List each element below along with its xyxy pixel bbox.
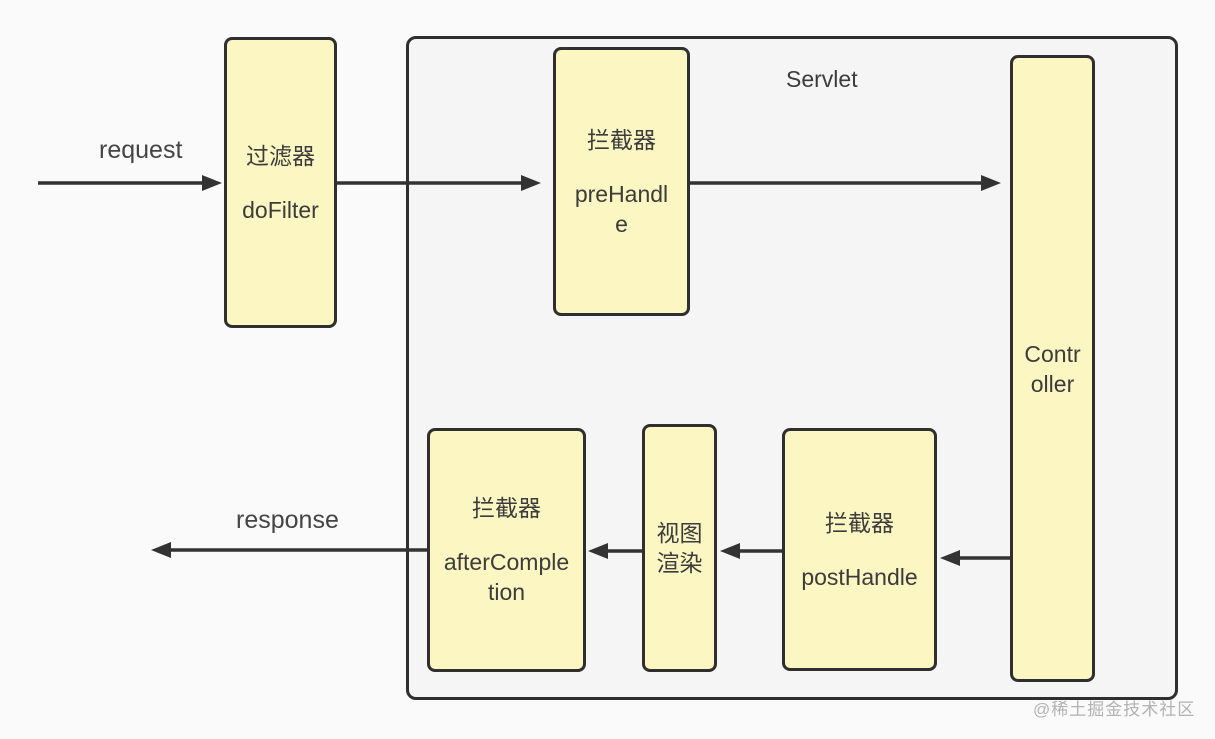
dofilter-to-prehandle-arrow [337,175,541,191]
controller-node-title: Controller [1024,340,1081,397]
controller-to-posthandle-arrow [940,550,1010,566]
posthandle-to-viewrender-arrow [720,543,782,559]
filter-dofilter-node: 过滤器 doFilter [224,37,337,328]
posthandle-interceptor-node: 拦截器 postHandle [782,428,937,671]
posthandle-node-method: postHandle [801,563,918,590]
request-arrow [38,175,222,191]
response-arrow [151,542,427,558]
posthandle-node-title: 拦截器 [825,509,894,536]
prehandle-to-controller-arrow [690,175,1001,191]
response-label: response [236,506,339,534]
filter-node-method: doFilter [242,196,319,223]
controller-node: Controller [1010,55,1095,682]
viewrender-to-aftercompletion-arrow [588,543,642,559]
aftercompletion-interceptor-node: 拦截器 afterCompletion [427,428,586,672]
prehandle-interceptor-node: 拦截器 preHandle [553,47,690,316]
filter-node-title: 过滤器 [246,142,315,169]
request-label: request [99,136,183,164]
prehandle-node-title: 拦截器 [587,126,656,153]
view-render-node-title: 视图渲染 [656,520,703,576]
aftercompletion-node-method: afterCompletion [443,549,570,605]
aftercompletion-node-title: 拦截器 [472,495,541,521]
servlet-container-label: Servlet [786,66,858,92]
juejin-watermark: @稀土掘金技术社区 [1033,700,1196,719]
view-render-node: 视图渲染 [642,424,717,672]
prehandle-node-method: preHandle [574,180,669,237]
